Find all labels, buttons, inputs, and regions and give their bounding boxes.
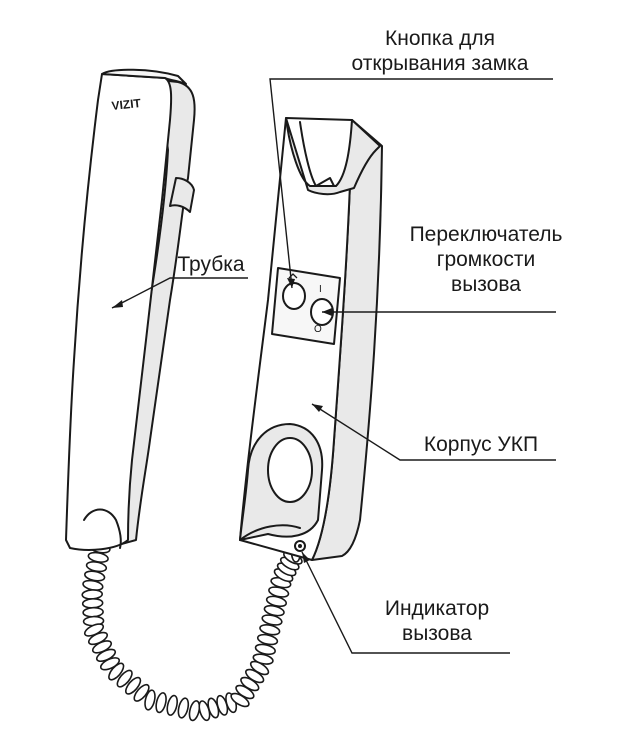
label-line: открывания замка (351, 52, 529, 75)
switch-mark-on: I (319, 284, 322, 295)
cord-coil (188, 700, 201, 722)
cord-coil (108, 662, 125, 681)
label-line: Трубка (177, 253, 245, 276)
label-body: Корпус УКП (406, 432, 556, 457)
cord-coil (155, 692, 167, 714)
label-line: Индикатор (384, 597, 490, 620)
label-line: громкости (436, 248, 536, 271)
label-volume-switch: Переключатель громкости вызова (386, 222, 586, 297)
cord-coil (256, 633, 279, 646)
handset: VIZIT (65, 68, 196, 551)
cord-coil (81, 589, 104, 600)
label-lock-button: Кнопка для открывания замка (330, 26, 550, 76)
cord-coil (133, 683, 150, 702)
cord-coil (125, 676, 142, 695)
cord-coil (82, 606, 104, 618)
cord-coil (259, 624, 281, 636)
label-line: Кнопка для (385, 27, 495, 50)
switch-mark-off: O (314, 324, 322, 335)
label-line: Корпус УКП (423, 433, 539, 456)
lock-button[interactable] (282, 282, 306, 310)
label-line: вызова (402, 622, 472, 645)
cord-coil (81, 598, 104, 609)
cord-coil (116, 669, 133, 688)
cord-coil (254, 643, 276, 656)
cord-coil (252, 653, 274, 665)
coiled-cord (81, 541, 303, 722)
cord-coil (144, 689, 156, 711)
label-handset: Трубка (166, 252, 256, 277)
label-line: вызова (451, 273, 521, 296)
cord-coil (177, 697, 190, 719)
base-unit: I O (239, 117, 383, 561)
label-line: Переключатель (409, 223, 563, 246)
brand-logo: VIZIT (111, 96, 142, 113)
leader-lines (111, 78, 556, 654)
label-indicator: Индикатор вызова (362, 596, 512, 646)
cord-coil (99, 657, 121, 671)
cord-coil (166, 694, 178, 716)
